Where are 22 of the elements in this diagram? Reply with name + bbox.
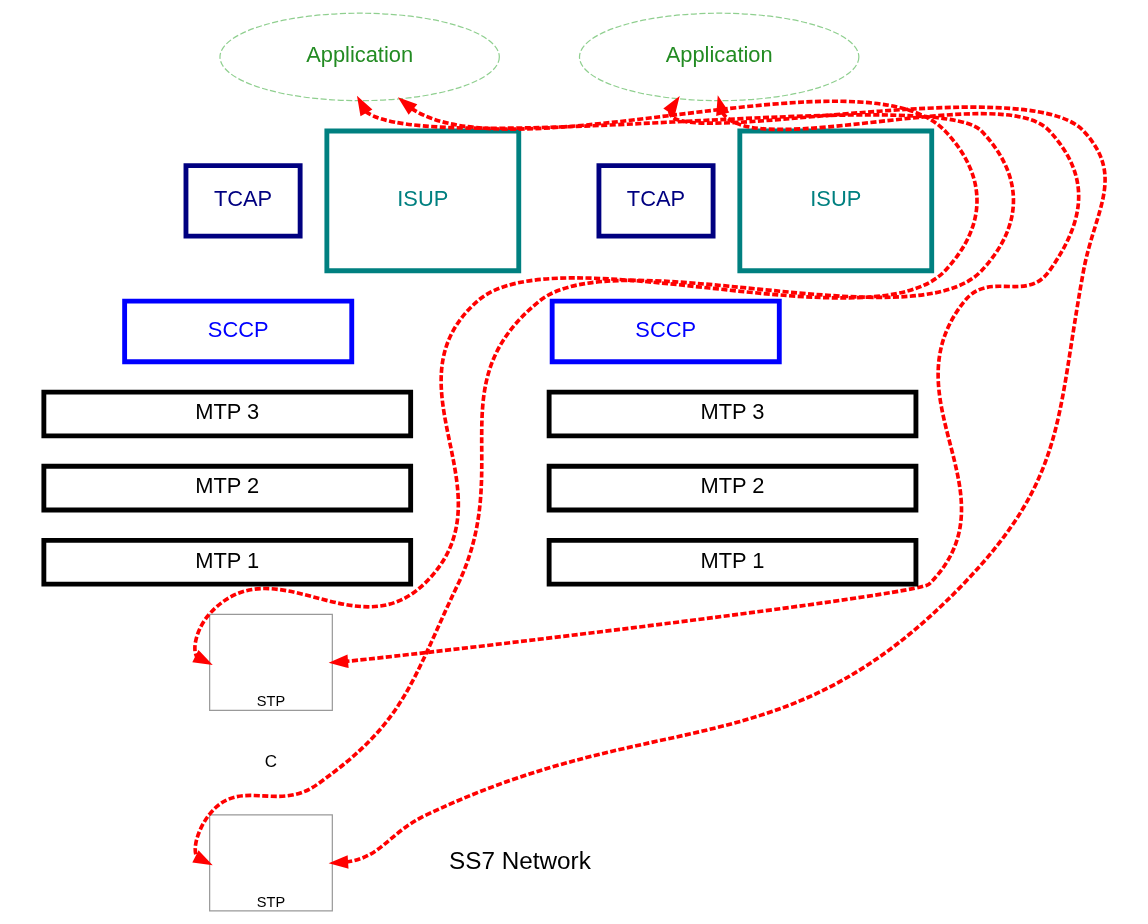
node-box: TCAP — [183, 163, 303, 239]
node-box: MTP 1 — [40, 537, 413, 587]
node-box: SCCP — [121, 298, 354, 365]
arrow — [191, 97, 978, 665]
node-ellipse: Application — [578, 12, 859, 102]
label: SS7 Network — [448, 846, 591, 874]
node-ellipse: Application — [218, 12, 500, 102]
node-box: ISUP — [736, 128, 934, 274]
arrow — [328, 95, 1080, 668]
node-box: MTP 3 — [546, 389, 918, 439]
arrow — [191, 95, 1015, 866]
node-box: MTP 3 — [40, 389, 413, 439]
label: C — [264, 752, 277, 772]
node-box: MTP 2 — [40, 463, 413, 513]
arrow — [328, 96, 1107, 869]
node-box: MTP 2 — [546, 463, 918, 513]
node-box: MTP 1 — [546, 537, 918, 587]
node-box: ISUP — [323, 128, 521, 274]
node-box: TCAP — [596, 163, 716, 239]
node-box: SCCP — [549, 298, 782, 365]
node-box: STP — [208, 814, 333, 912]
node-box: STP — [208, 613, 333, 711]
